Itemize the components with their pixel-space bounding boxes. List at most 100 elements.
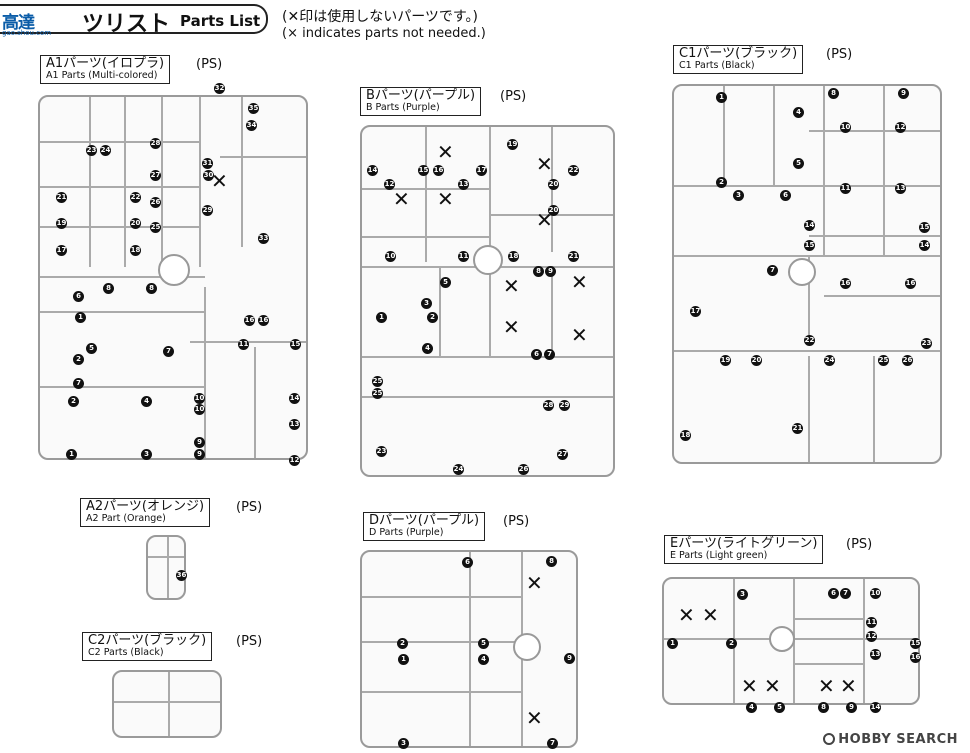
part-number-c1: 23 — [921, 338, 932, 349]
part-number-e: 16 — [910, 652, 921, 663]
part-number-c1: 5 — [793, 158, 804, 169]
section-label-c1: C1パーツ(ブラック) C1 Parts (Black) — [673, 45, 804, 74]
unused-part-x-icon: ✕ — [503, 274, 520, 298]
r-c2-frame — [114, 672, 220, 736]
part-number-a1: 1 — [66, 449, 77, 460]
part-number-e: 15 — [910, 638, 921, 649]
part-number-b: 4 — [422, 343, 433, 354]
page-title-ja: ツリスト — [82, 12, 171, 37]
part-number-b: 1 — [376, 312, 387, 323]
ps-b: (PS) — [500, 89, 527, 104]
part-number-b: 16 — [433, 165, 444, 176]
part-number-a1: 18 — [130, 245, 141, 256]
part-number-a1: 9 — [194, 449, 205, 460]
unused-part-x-icon: ✕ — [536, 208, 553, 232]
part-number-b: 11 — [458, 251, 469, 262]
part-number-b: 20 — [548, 205, 559, 216]
section-label-a2: A2パーツ(オレンジ) A2 Part (Orange) — [80, 498, 211, 527]
runner-c2 — [112, 670, 222, 738]
part-number-e: 1 — [667, 638, 678, 649]
part-number-b: 3 — [421, 298, 432, 309]
unused-part-x-icon: ✕ — [678, 603, 695, 627]
runner-hub — [769, 626, 795, 652]
ps-a1: (PS) — [196, 57, 223, 72]
part-number-e: 9 — [846, 702, 857, 713]
part-number-e: 10 — [870, 588, 881, 599]
r-d-frame — [362, 552, 541, 746]
part-number-a1: 19 — [56, 218, 67, 229]
runner-c1 — [672, 84, 942, 464]
part-number-a1: 7 — [73, 378, 84, 389]
part-number-c1: 14 — [804, 220, 815, 231]
part-number-d: 3 — [398, 738, 409, 749]
part-number-d: 8 — [546, 556, 557, 567]
unused-part-x-icon: ✕ — [393, 187, 410, 211]
part-number-b: 5 — [440, 277, 451, 288]
part-number-d: 4 — [478, 654, 489, 665]
section-label-c2: C2パーツ(ブラック) C2 Parts (Black) — [82, 632, 213, 661]
unused-part-x-icon: ✕ — [437, 187, 454, 211]
header-bar — [0, 4, 268, 34]
runner-e — [662, 577, 920, 705]
part-number-a1: 34 — [246, 120, 257, 131]
part-number-d: 2 — [397, 638, 408, 649]
part-number-a1: 22 — [130, 192, 141, 203]
part-number-a1: 9 — [194, 437, 205, 448]
unused-part-x-icon: ✕ — [503, 315, 520, 339]
ps-c2: (PS) — [236, 634, 263, 649]
part-number-b: 25 — [372, 388, 383, 399]
site-logo: 高達 — [2, 13, 35, 33]
part-number-a1: 31 — [202, 158, 213, 169]
part-number-a1: 21 — [56, 192, 67, 203]
part-number-b: 28 — [543, 400, 554, 411]
part-number-b: 29 — [559, 400, 570, 411]
section-label-a1: A1パーツ(イロプラ) A1 Parts (Multi-colored) — [40, 55, 171, 84]
ps-e: (PS) — [846, 537, 873, 552]
part-number-a1: 8 — [103, 283, 114, 294]
part-number-a1: 25 — [150, 222, 161, 233]
unused-part-x-icon: ✕ — [702, 603, 719, 627]
part-number-b: 10 — [385, 251, 396, 262]
site-logo-url: gao.shou.com — [2, 29, 52, 37]
part-number-c1: 18 — [680, 430, 691, 441]
part-number-e: 3 — [737, 589, 748, 600]
part-number-e: 6 — [828, 588, 839, 599]
part-number-d: 1 — [398, 654, 409, 665]
part-number-c1: 20 — [751, 355, 762, 366]
part-number-c1: 7 — [767, 265, 778, 276]
unused-part-x-icon: ✕ — [571, 323, 588, 347]
runner-hub — [788, 258, 816, 286]
runner-b — [360, 125, 615, 477]
r-b-frame — [362, 127, 613, 398]
part-number-a1: 7 — [163, 346, 174, 357]
part-number-a1: 32 — [214, 83, 225, 94]
part-number-b: 23 — [376, 446, 387, 457]
part-number-c1: 1 — [716, 92, 727, 103]
ps-d: (PS) — [503, 514, 530, 529]
r-e-frame — [664, 579, 918, 703]
part-number-d: 6 — [462, 557, 473, 568]
part-number-c1: 19 — [720, 355, 731, 366]
part-number-a2: 36 — [176, 570, 187, 581]
unused-part-x-icon: ✕ — [818, 674, 835, 698]
part-number-a1: 4 — [141, 396, 152, 407]
part-number-a1: 2 — [68, 396, 79, 407]
part-number-b: 7 — [544, 349, 555, 360]
part-number-c1: 6 — [780, 190, 791, 201]
ps-a2: (PS) — [236, 500, 263, 515]
part-number-a1: 11 — [238, 339, 249, 350]
part-number-e: 14 — [870, 702, 881, 713]
part-number-b: 22 — [568, 165, 579, 176]
unused-part-x-icon: ✕ — [764, 674, 781, 698]
part-number-a1: 12 — [289, 455, 300, 466]
part-number-a1: 10 — [194, 404, 205, 415]
runner-hub — [158, 254, 190, 286]
part-number-b: 25 — [372, 376, 383, 387]
r-a2-frame — [148, 537, 184, 598]
section-label-b: Bパーツ(パープル) B Parts (Purple) — [360, 87, 482, 116]
part-number-c1: 16 — [905, 278, 916, 289]
section-label-d: Dパーツ(パープル) D Parts (Purple) — [363, 512, 486, 541]
section-label-e: Eパーツ(ライトグリーン) E Parts (Light green) — [664, 535, 824, 564]
part-number-a1: 24 — [100, 145, 111, 156]
part-number-d: 7 — [547, 738, 558, 749]
